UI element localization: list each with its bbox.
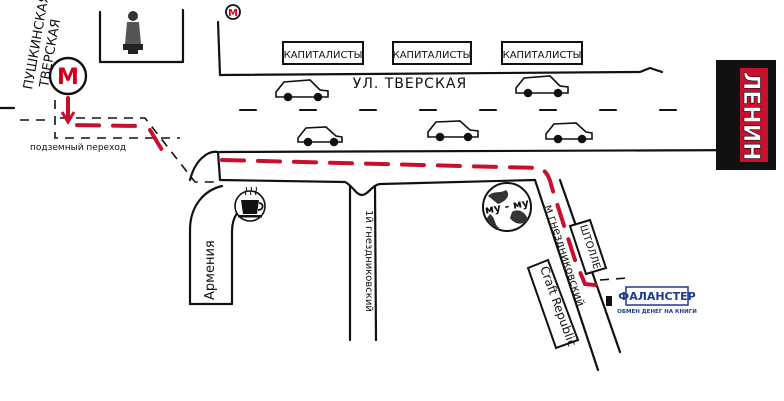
gnezd-lane-1-label: 1й гнездниковский <box>363 210 374 312</box>
underpass-label: подземный переход <box>30 143 126 153</box>
mumu-cafe: му - му <box>482 182 532 232</box>
metro-top-icon: M <box>225 4 241 20</box>
shop-sign-2: КАПИТАЛИСТЫ <box>392 41 472 65</box>
falanster-subtitle: ОБМЕН ДЕНЕГ НА КНИГИ <box>617 309 697 315</box>
metro-station: ПУШКИНСКАЯ ТВЕРСКАЯ M <box>21 0 88 96</box>
shop-sign-3-label: КАПИТАЛИСТЫ <box>503 50 582 61</box>
car-icon <box>275 79 329 102</box>
underpass: подземный переход <box>20 100 222 183</box>
building-outlines <box>0 8 762 197</box>
armenia-label: Армения <box>203 240 218 300</box>
falanster-entrance <box>599 277 629 306</box>
gnezd-lane-1: 1й гнездниковский <box>348 184 378 342</box>
metro-top-letter: M <box>228 8 238 19</box>
falanster-logo: ФАЛАНСТЕР ОБМЕН ДЕНЕГ НА КНИГИ <box>617 286 697 315</box>
metro-letter: M <box>57 65 79 90</box>
shop-sign-2-label: КАПИТАЛИСТЫ <box>393 50 472 61</box>
shop-sign-1: КАПИТАЛИСТЫ <box>282 41 364 65</box>
car-icon <box>297 126 343 147</box>
falanster-title: ФАЛАНСТЕР <box>618 290 695 303</box>
lenin-label: ЛЕНИН <box>738 72 763 161</box>
metro-icon <box>48 56 88 96</box>
car-icon <box>427 120 479 142</box>
monument-icon <box>123 11 143 54</box>
coffee-cup-icon <box>234 186 266 222</box>
walking-route <box>60 96 606 288</box>
shop-sign-1-label: КАПИТАЛИСТЫ <box>284 50 363 61</box>
main-street-label: УЛ. ТВЕРСКАЯ <box>353 76 467 92</box>
car-icon <box>515 75 569 98</box>
car-icon <box>545 122 593 144</box>
shop-sign-3: КАПИТАЛИСТЫ <box>501 41 583 65</box>
lenin-sign: ЛЕНИН <box>716 60 776 170</box>
